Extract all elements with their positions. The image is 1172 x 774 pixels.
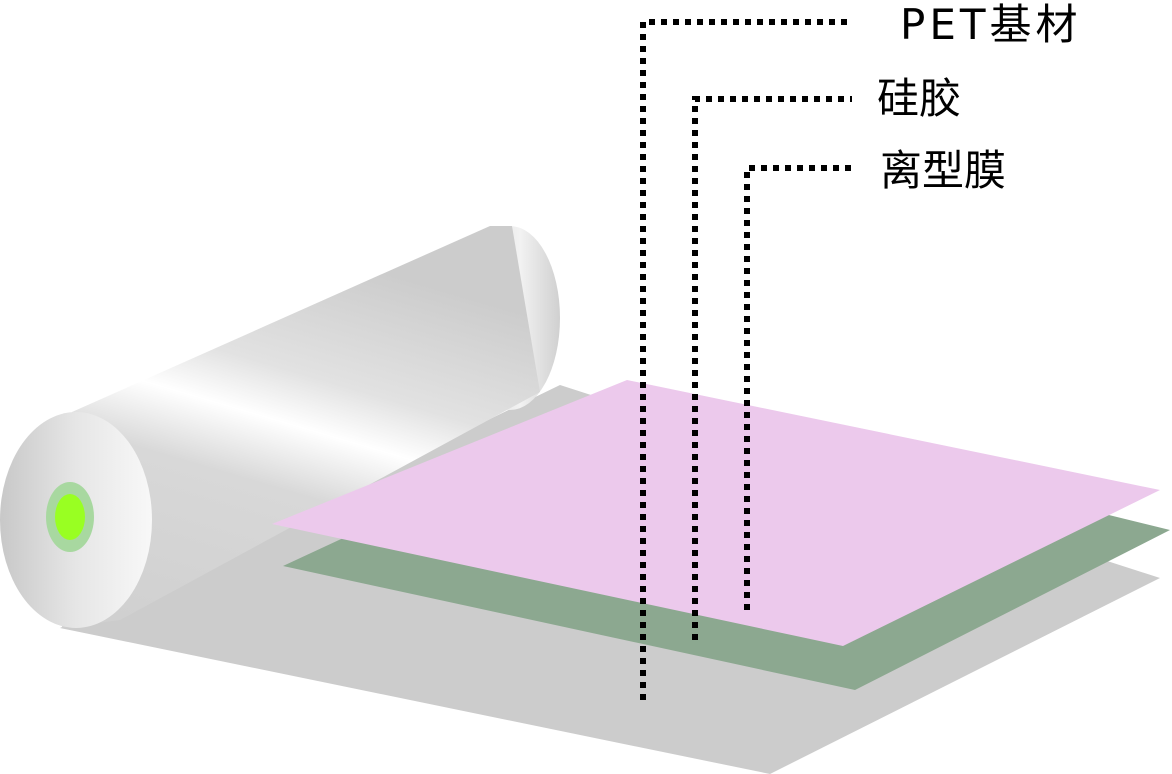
roll-core-icon: [55, 494, 85, 540]
roll-body: [62, 226, 540, 628]
release-film-leader-line: [744, 165, 852, 610]
film-roll: [0, 226, 560, 628]
release-film-label: 离型膜: [880, 146, 1007, 195]
silicone-leader-line: [692, 96, 852, 640]
pet-leader-line: [640, 19, 852, 700]
pet-label: PET基材: [900, 0, 1082, 49]
release-film-layer: [272, 380, 1160, 646]
silicone-label: 硅胶: [877, 74, 962, 123]
